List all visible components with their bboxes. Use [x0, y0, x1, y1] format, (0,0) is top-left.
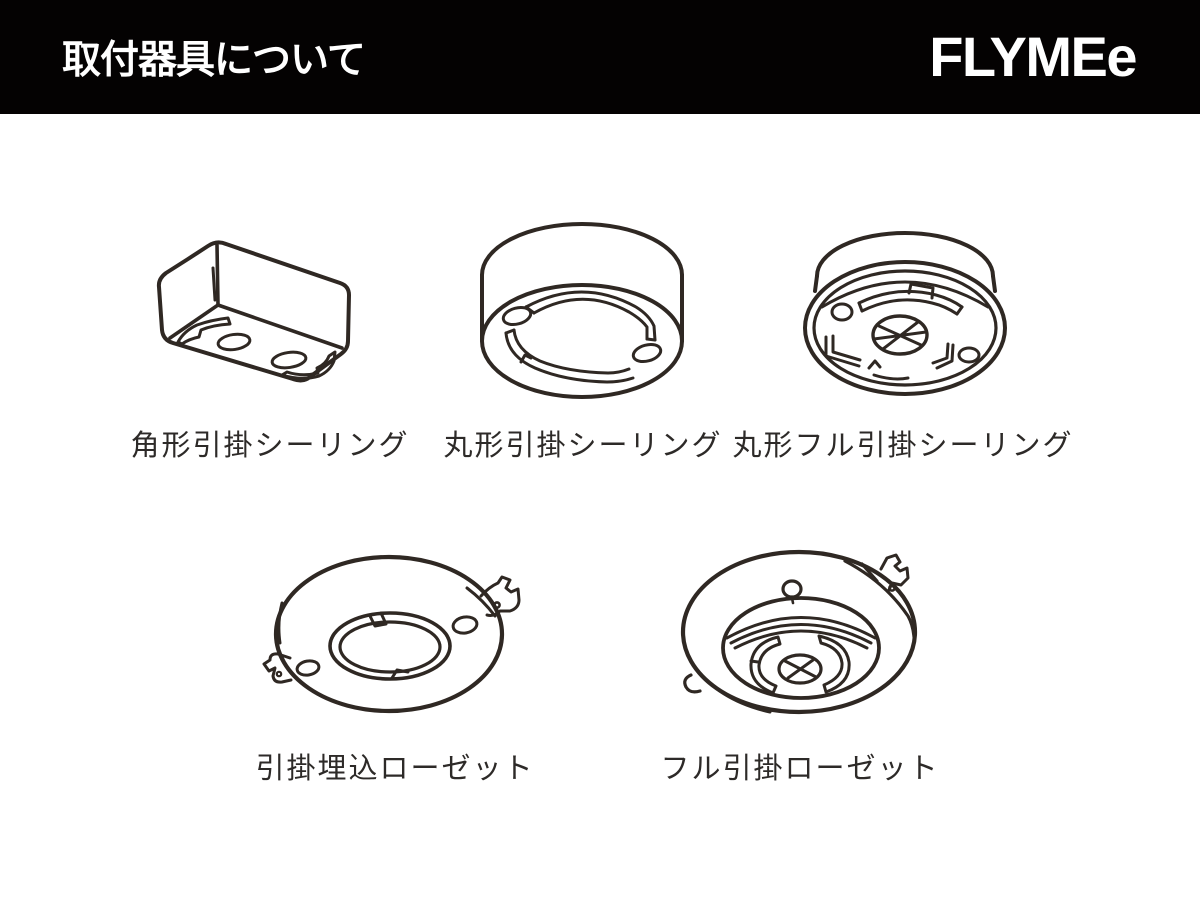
page-title: 取付器具について	[62, 39, 366, 82]
drum-ridges	[725, 616, 877, 650]
slot-band-inner	[860, 298, 959, 316]
rim-edge-right	[465, 586, 497, 618]
clip-right	[479, 575, 521, 617]
box-bottom-edge-left	[168, 303, 220, 340]
bayonet-slot-right	[931, 342, 955, 370]
fixture-label-hook-embedded-rosette: 引掛埋込ローゼット	[255, 753, 535, 785]
center-opening	[328, 611, 452, 681]
box-front-edge	[215, 243, 220, 307]
clip-pin	[888, 584, 896, 592]
full-hook-rosette-illustration	[680, 549, 918, 715]
ring-outer	[273, 554, 505, 714]
cylinder-top-arc	[480, 222, 684, 277]
clip-left-pin	[275, 670, 283, 678]
oval-hole-right	[631, 342, 663, 364]
fixture-label-square-hook-ceiling: 角形引掛シーリング	[130, 430, 410, 462]
rim-ridge-arc	[820, 280, 990, 309]
round-hook-ceiling-illustration	[480, 222, 684, 399]
bayonet-slot-left	[824, 334, 862, 368]
top-hole	[781, 579, 803, 599]
full-hook-rosette-figure	[665, 545, 945, 725]
screw-cross	[783, 658, 818, 680]
hook-embedded-rosette-illustration	[262, 554, 521, 714]
flange-depth-bottom	[693, 665, 772, 714]
opening-tab-bottom	[390, 668, 410, 680]
brand-logo: FLYMEe	[929, 25, 1137, 88]
drum-sides	[813, 274, 997, 293]
center-screw	[871, 314, 929, 356]
slot-band-bottom-cap	[504, 328, 516, 335]
slot-tab	[907, 282, 935, 300]
round-full-hook-ceiling-illustration	[803, 231, 1007, 396]
center-screw	[777, 653, 823, 685]
box-outline	[156, 240, 351, 383]
screw-cross	[872, 320, 928, 351]
clip-cut-line	[860, 562, 879, 583]
box-edge-detail	[211, 266, 217, 302]
flange-depth-right	[843, 559, 916, 639]
drum-outer	[721, 596, 881, 700]
drum-top-arc	[815, 231, 995, 278]
slot-band-outer	[857, 289, 964, 309]
bayonet-slot-right	[817, 634, 851, 694]
oval-hole-left	[216, 332, 252, 352]
fixture-label-round-full-hook-ceiling: 丸形フル引掛シーリング	[732, 430, 1074, 462]
round-hook-ceiling-figure	[460, 215, 710, 405]
curved-slot-left	[176, 316, 232, 346]
fixture-label-full-hook-rosette: フル引掛ローゼット	[660, 753, 940, 785]
slot-band-top-inner	[532, 297, 649, 341]
clip-right-pin	[493, 601, 501, 609]
opening-tab-top	[368, 611, 388, 628]
fixture-label-round-hook-ceiling: 丸形引掛シーリング	[443, 430, 723, 462]
slot-band-bottom-inner	[512, 328, 631, 375]
flange-outer-rim	[803, 260, 1007, 396]
square-hook-ceiling-illustration	[156, 240, 351, 383]
screw-hole-left	[295, 659, 321, 677]
curved-slot-right	[280, 350, 337, 380]
hook-embedded-rosette-figure	[250, 545, 540, 725]
bottom-arc	[872, 373, 910, 381]
slot-notch	[519, 353, 533, 364]
clip-top-right	[879, 553, 910, 592]
ring-depth-edge	[277, 601, 284, 645]
side-bump	[683, 673, 702, 694]
clip-left	[262, 652, 293, 684]
flange-inner-rim	[812, 269, 998, 387]
slot-band-caps	[857, 301, 964, 316]
round-full-hook-ceiling-figure	[790, 215, 1020, 405]
center-opening-step	[338, 620, 442, 674]
hole-left	[830, 302, 854, 322]
slot-band-top-caps	[524, 305, 657, 342]
slot-tick	[867, 359, 882, 370]
bayonet-slot-left	[749, 635, 782, 695]
square-hook-ceiling-figure	[140, 225, 410, 400]
cylinder-bottom-face	[480, 283, 684, 399]
slot-band-top-outer	[524, 290, 657, 342]
box-bottom-edge-right	[216, 303, 344, 350]
hole-right	[957, 346, 981, 364]
oval-hole-left	[501, 305, 533, 327]
oval-hole-right	[270, 350, 308, 370]
slot-band-bottom-outer	[504, 331, 635, 384]
header-bar: 取付器具について FLYMEe	[0, 0, 1200, 114]
screw-hole-right	[451, 615, 479, 635]
